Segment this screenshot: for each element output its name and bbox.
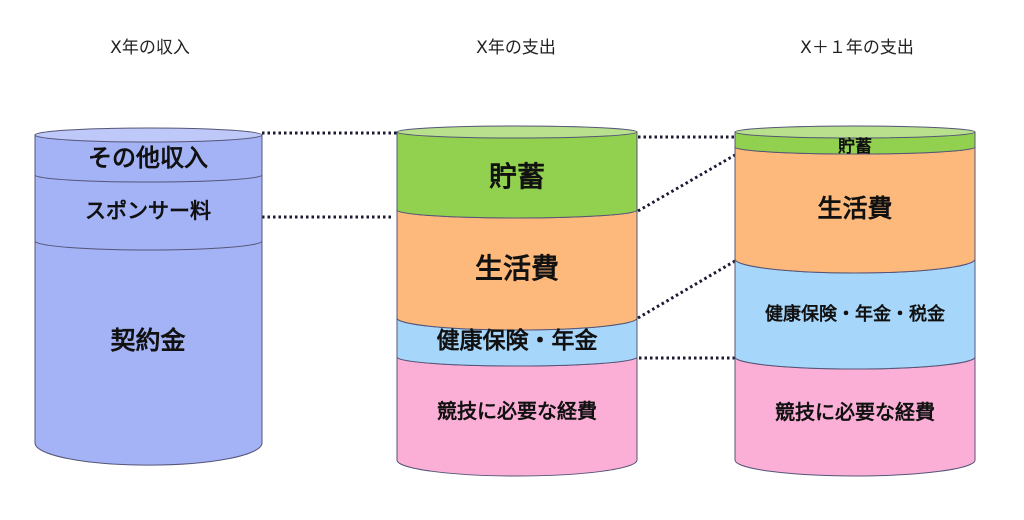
segment-label-insurance: 健康保険・年金・税金 [765, 303, 946, 325]
column-expense-x1: X＋１年の支出 貯蓄 生活費 健康保険・年金・税金 競技に必要な経費 [734, 38, 976, 477]
segment-fill-savings [396, 131, 638, 219]
segment-label-contract: 契約金 [110, 326, 186, 355]
connectors [262, 131, 736, 360]
cylinder-top [734, 125, 976, 139]
column-income-x: X年の収入 その他収入 スポンサー料 契約金 [34, 38, 263, 466]
segment-label-expenses: 競技に必要な経費 [437, 399, 597, 423]
connector-savings-to-living [637, 153, 736, 213]
cylinder-top [396, 125, 638, 139]
cylinder-top [34, 127, 263, 143]
segment-label-insurance: 健康保険・年金 [437, 327, 599, 354]
column-title: X＋１年の支出 [800, 38, 914, 58]
column-expense-x: X年の支出 貯蓄 生活費 健康保険・年金 競技に必要な経費 [396, 38, 638, 477]
segment-label-savings: 貯蓄 [838, 136, 872, 157]
segment-divider [34, 240, 263, 251]
cylinder-body [34, 134, 263, 466]
column-title: X年の支出 [476, 38, 556, 58]
segment-label-living: 生活費 [817, 194, 892, 223]
segment-label-living: 生活費 [475, 252, 559, 285]
segment-divider [34, 174, 263, 183]
segment-label-expenses: 競技に必要な経費 [775, 400, 935, 424]
segment-label-sponsor: スポンサー料 [85, 199, 211, 223]
column-title: X年の収入 [110, 38, 190, 58]
segment-label-savings: 貯蓄 [489, 160, 545, 193]
connector-living-to-insurance [637, 259, 736, 320]
segment-label-other-income: その他収入 [88, 144, 208, 172]
